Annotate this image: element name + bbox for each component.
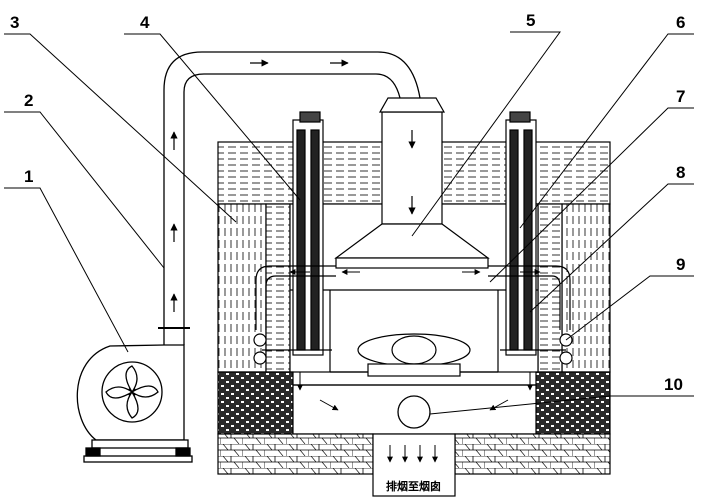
left-heater	[292, 111, 324, 356]
callout-5: 5	[526, 11, 535, 30]
callout-2: 2	[24, 91, 33, 110]
callout-numbers: 1 2 3 4 5 6 7 8 9 10	[10, 11, 685, 394]
lower-circulation-fan	[397, 395, 431, 429]
fan	[76, 344, 193, 463]
right-wall-insulation	[561, 203, 611, 373]
left-floor-brick	[217, 433, 374, 475]
flue-exit-duct	[372, 433, 456, 497]
left-dark-brick	[217, 371, 294, 435]
workpiece	[357, 333, 471, 377]
callout-4: 4	[140, 13, 150, 32]
callout-1: 1	[24, 167, 33, 186]
callout-8: 8	[676, 163, 685, 182]
right-wall-inner	[537, 203, 563, 373]
right-dark-brick	[535, 371, 611, 435]
air-duct	[163, 51, 421, 345]
left-wall-inner	[265, 203, 291, 373]
callout-7: 7	[676, 87, 685, 106]
callout-10: 10	[664, 375, 683, 394]
right-floor-brick	[454, 433, 611, 475]
left-wall-insulation	[217, 203, 267, 373]
callout-3: 3	[10, 13, 19, 32]
side-air-pipes	[255, 265, 571, 351]
callout-9: 9	[676, 255, 685, 274]
right-heater	[505, 111, 537, 356]
leader-lines	[4, 31, 694, 415]
chamber-flow-arrows	[289, 269, 541, 463]
exhaust-label: 排烟至烟囱	[386, 479, 441, 493]
callout-6: 6	[676, 13, 685, 32]
fan-impeller-icon	[105, 365, 159, 419]
duct-flow-arrows	[170, 59, 416, 312]
